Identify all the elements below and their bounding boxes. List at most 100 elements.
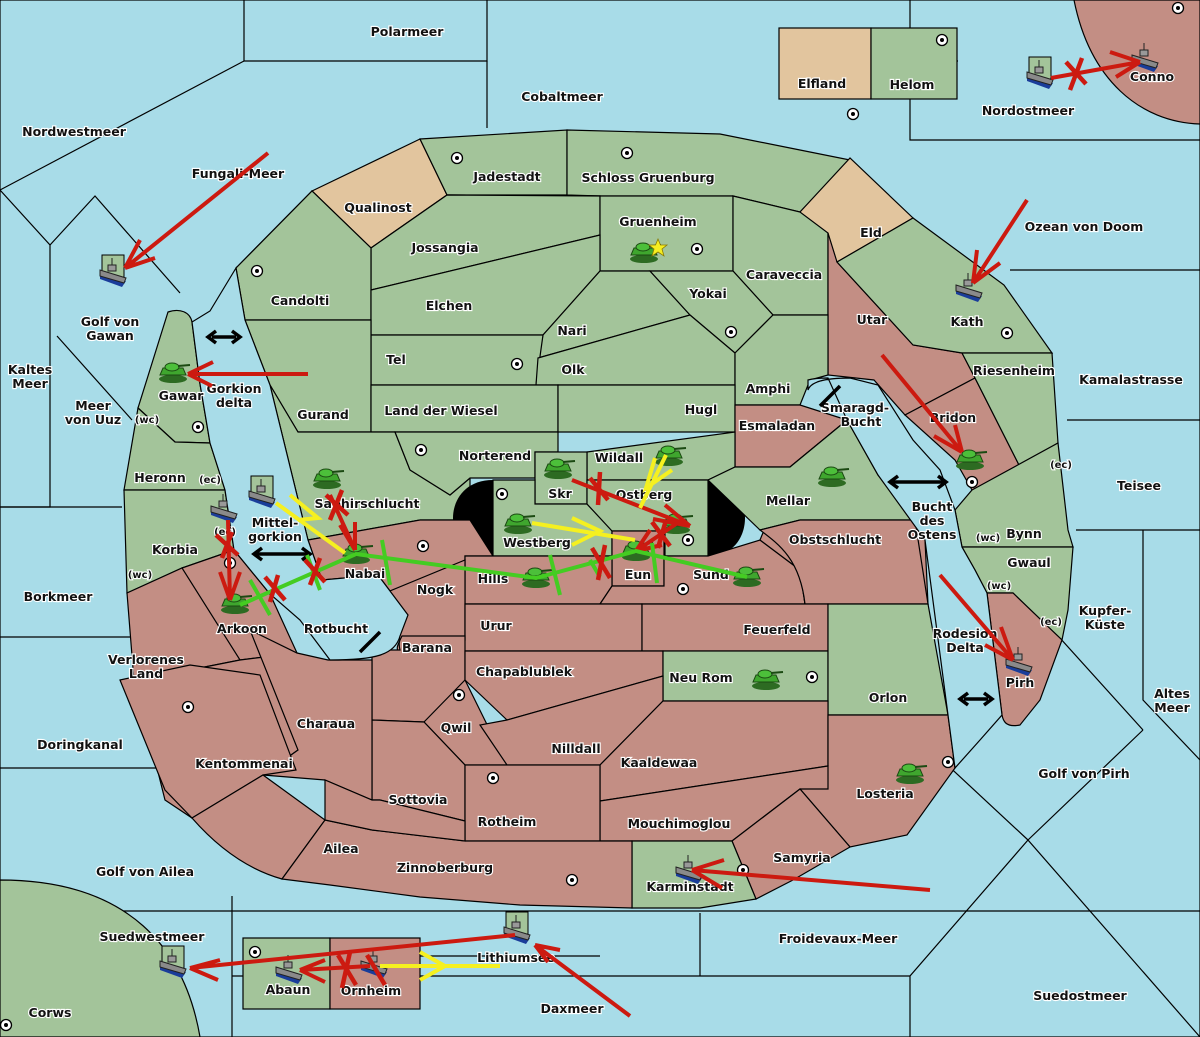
- fleet-ship-icon[interactable]: [955, 273, 983, 302]
- coast-label: (wc): [976, 533, 1000, 544]
- army-tank-icon[interactable]: [956, 449, 988, 470]
- territory-label: Charaua: [297, 716, 355, 731]
- territory-label: Norterend: [459, 448, 531, 463]
- supply-center-icon: [510, 357, 524, 371]
- army-tank-icon[interactable]: [504, 513, 536, 534]
- territory-label: Wildall: [595, 450, 643, 465]
- supply-center-icon: [450, 151, 464, 165]
- fleet-ship-icon[interactable]: [159, 945, 187, 978]
- army-tank-icon[interactable]: [544, 458, 576, 479]
- failed-markers: [214, 57, 1088, 989]
- territory-neu-rom[interactable]: [662, 650, 829, 702]
- double-arrow-icon: [205, 329, 243, 345]
- failed-x-icon: [336, 951, 358, 989]
- support-arrow: [274, 493, 347, 555]
- sea-label: Meer: [1154, 700, 1190, 715]
- failed-x-icon: [324, 489, 350, 521]
- territory-label: Rotheim: [478, 814, 537, 829]
- territory-label: Gwaul: [1007, 555, 1050, 570]
- supply-center-icon: [1171, 1, 1185, 15]
- supply-center-icon: [414, 443, 428, 457]
- territory-label: Ostberg: [616, 487, 673, 502]
- sea-label: Kupfer-: [1079, 603, 1132, 618]
- move-arrow: [690, 858, 931, 892]
- territory-label: Verlorenes: [108, 652, 184, 667]
- sea-label: Delta: [946, 640, 984, 655]
- territory-label: Land der Wiesel: [384, 403, 497, 418]
- sea-label: Lithiumsee: [477, 950, 555, 965]
- supply-center-icon: [486, 771, 500, 785]
- territory-label: Hugl: [685, 402, 718, 417]
- sea-label: des: [920, 513, 945, 528]
- territory-label: Mouchimoglou: [628, 816, 731, 831]
- fleet-ship-icon[interactable]: [1026, 56, 1054, 89]
- territory-label: Ornheim: [341, 983, 401, 998]
- army-tank-icon[interactable]: [313, 468, 345, 489]
- territory-label: Kath: [951, 314, 984, 329]
- fleet-ship-icon[interactable]: [99, 254, 127, 287]
- territory-label: Feuerfeld: [743, 622, 810, 637]
- failed-x-icon: [263, 574, 287, 603]
- territory-label: Nabai: [345, 566, 386, 581]
- sea-label: Nordostmeer: [982, 103, 1075, 118]
- sea-label: Suedostmeer: [1033, 988, 1127, 1003]
- territory-obstschlucht[interactable]: [758, 519, 929, 605]
- territory-corws[interactable]: [0, 879, 201, 1037]
- army-tank-icon[interactable]: [818, 466, 850, 487]
- sea-label: Rotbucht: [304, 621, 368, 636]
- fleet-ship-icon[interactable]: [675, 855, 703, 884]
- territory-label: Obstschlucht: [789, 532, 881, 547]
- sea-label: Mittel-: [252, 515, 299, 530]
- sea-bucht-des-ostens[interactable]: [807, 377, 1003, 770]
- fleet-ship-icon[interactable]: [503, 911, 531, 944]
- territory-label: Ailea: [323, 841, 358, 856]
- army-tank-icon[interactable]: [159, 362, 191, 383]
- sea-label: Meer: [12, 376, 48, 391]
- fleet-ship-icon[interactable]: [248, 475, 276, 508]
- coast-label: (wc): [128, 570, 152, 581]
- territory-sottovia-south[interactable]: [324, 779, 466, 842]
- army-tank-icon[interactable]: [630, 237, 669, 263]
- sea-labels: PolarmeerCobaltmeerNordwestmeerFungali-M…: [7, 23, 1192, 1021]
- sea-label: Bucht: [912, 499, 953, 514]
- territory-jadestadt[interactable]: [419, 129, 568, 196]
- double-arrow-icon: [818, 384, 842, 408]
- territory-label: Barana: [402, 640, 452, 655]
- territory-label: Utar: [857, 312, 889, 327]
- move-arrow: [218, 519, 242, 601]
- supply-center-icon: [941, 755, 955, 769]
- star-icon: [647, 237, 669, 257]
- territory-label: Bridon: [930, 410, 976, 425]
- territory-label: Caraveccia: [746, 267, 822, 282]
- supply-center-icon: [416, 539, 430, 553]
- territory-label: Orlon: [869, 690, 908, 705]
- territory-label: Heronn: [134, 470, 186, 485]
- territory-label: Gawar: [159, 388, 205, 403]
- territory-gruenheim[interactable]: [599, 195, 734, 272]
- double-arrow-icon: [887, 474, 949, 490]
- territory-pirh[interactable]: [986, 592, 1063, 727]
- sea-label: Fungali-Meer: [192, 166, 285, 181]
- sea-label: Kamalastrasse: [1079, 372, 1183, 387]
- supply-center-icon: [805, 670, 819, 684]
- move-orders: [123, 50, 1142, 1018]
- failed-x-icon: [303, 557, 327, 586]
- territory-label: Jossangia: [410, 240, 478, 255]
- territory-rotheim[interactable]: [464, 764, 601, 842]
- sea-label: Kaltes: [8, 362, 52, 377]
- army-tank-icon[interactable]: [896, 763, 928, 784]
- territory-label: Land: [129, 666, 163, 681]
- double-arrow-icon: [251, 546, 313, 562]
- fleet-ship-icon[interactable]: [275, 955, 303, 984]
- fleet-ship-icon[interactable]: [210, 494, 238, 523]
- territory-kentommenai[interactable]: [119, 664, 297, 819]
- sea-label: Doringkanal: [37, 737, 123, 752]
- move-arrow: [571, 478, 692, 528]
- support-orders: [274, 454, 674, 982]
- sea-label: gorkion: [248, 529, 302, 544]
- army-tank-icon[interactable]: [752, 669, 784, 690]
- territory-label: Mellar: [766, 493, 811, 508]
- territory-label: Candolti: [271, 293, 330, 308]
